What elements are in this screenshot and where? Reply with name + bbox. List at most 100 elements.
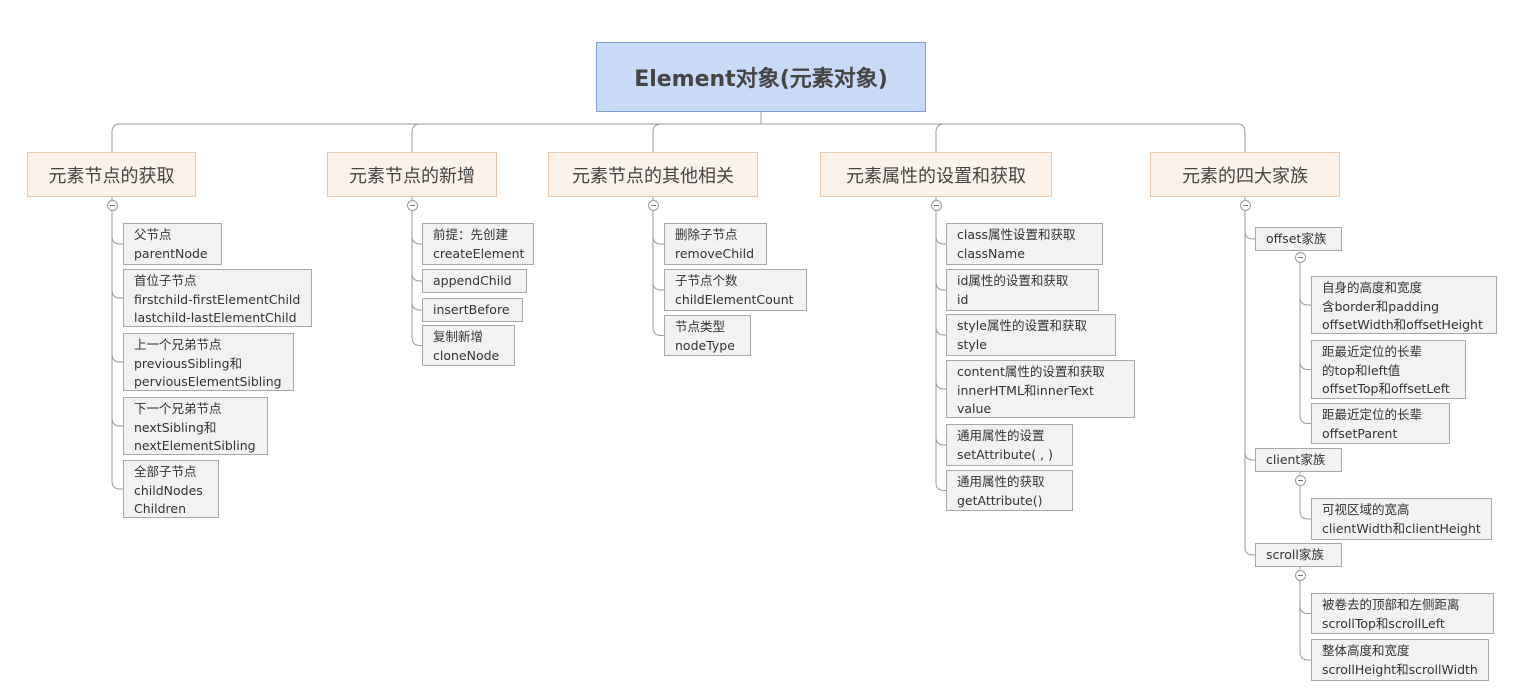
leaf-text-line: 含border和padding: [1322, 298, 1440, 314]
leaf-node[interactable]: 节点类型 nodeType: [664, 315, 751, 356]
leaf-node[interactable]: 复制新增 cloneNode: [422, 325, 515, 366]
leaf-node[interactable]: style属性的设置和获取 style: [946, 314, 1116, 356]
leaf-text-line: className: [957, 245, 1025, 261]
connector-line: [935, 380, 946, 390]
family-leaf-node[interactable]: 被卷去的顶部和左侧距离 scrollTop和scrollLeft: [1311, 593, 1494, 634]
connector-line: [935, 436, 946, 446]
leaf-text-line: getAttribute(): [957, 492, 1043, 508]
family-collapse-toggle[interactable]: [1294, 251, 1306, 263]
leaf-text-line: 下一个兄弟节点: [134, 401, 222, 416]
leaf-text-line: scrollHeight和scrollWidth: [1322, 661, 1478, 677]
leaf-text-line: cloneNode: [433, 347, 500, 363]
connector-line: [935, 235, 946, 245]
leaf-text-line: 可视区域的宽高: [1322, 502, 1410, 517]
leaf-text-line: innerHTML和innerText: [957, 382, 1094, 398]
family-leaf-node[interactable]: 可视区域的宽高 clientWidth和clientHeight: [1311, 498, 1492, 540]
leaf-text-line: Children: [134, 501, 187, 516]
connector-line: [652, 123, 662, 152]
connector-line: [1299, 361, 1311, 370]
branch-four-families-collapse-toggle[interactable]: [1239, 199, 1251, 211]
branch-element-other-collapse-toggle[interactable]: [647, 199, 659, 211]
connector-line: [1299, 510, 1311, 520]
branch-attribute-collapse-toggle[interactable]: [930, 199, 942, 211]
leaf-text-line: value: [957, 401, 992, 416]
family-node[interactable]: scroll家族: [1255, 543, 1342, 567]
branch-element-get-collapse-toggle[interactable]: [106, 199, 118, 211]
leaf-text-line: offsetTop和offsetLeft: [1322, 381, 1450, 396]
root-node[interactable]: Element对象(元素对象): [596, 42, 926, 112]
leaf-node[interactable]: appendChild: [422, 269, 527, 293]
leaf-text-line: scrollTop和scrollLeft: [1322, 615, 1445, 631]
branch-element-add[interactable]: 元素节点的新增: [327, 152, 497, 197]
leaf-text-line: 节点类型: [675, 319, 726, 334]
connector-line: [1299, 296, 1311, 306]
branch-attribute[interactable]: 元素属性的设置和获取: [820, 152, 1052, 197]
leaf-text-line: class属性设置和获取: [957, 227, 1076, 242]
leaf-text-line: id: [957, 291, 969, 307]
leaf-text-line: nextElementSibling: [134, 438, 256, 453]
branch-element-add-collapse-toggle[interactable]: [406, 199, 418, 211]
leaf-text-line: clientWidth和clientHeight: [1322, 520, 1481, 536]
family-collapse-toggle[interactable]: [1294, 474, 1306, 486]
leaf-text-line: style: [957, 336, 987, 352]
connector-line: [411, 123, 421, 152]
leaf-text-line: setAttribute( , ): [957, 446, 1053, 462]
connector-line: [111, 235, 123, 245]
leaf-text-line: 首位子节点: [134, 273, 197, 288]
leaf-text-line: createElement: [433, 245, 525, 261]
family-leaf-node[interactable]: 距最近定位的长辈的top和left值 offsetTop和offsetLeft: [1311, 340, 1466, 399]
leaf-node[interactable]: insertBefore: [422, 298, 523, 322]
connector-line: [1299, 605, 1311, 614]
family-leaf-node[interactable]: 自身的高度和宽度含border和padding offsetWidth和offse…: [1311, 276, 1497, 334]
connector-line: [411, 272, 422, 282]
connector-line: [1244, 546, 1255, 556]
leaf-text-line: 的top和left值: [1322, 362, 1401, 378]
connector-line: [1299, 651, 1311, 661]
leaf-text-line: style属性的设置和获取: [957, 318, 1087, 333]
family-node[interactable]: offset家族: [1255, 227, 1342, 251]
connector-line: [935, 326, 946, 336]
connector-line: [1244, 230, 1255, 240]
leaf-text-line: 删除子节点: [675, 227, 738, 242]
branch-element-get[interactable]: 元素节点的获取: [27, 152, 196, 197]
leaf-text-line: insertBefore: [433, 302, 510, 317]
leaf-text-line: 自身的高度和宽度: [1322, 280, 1423, 295]
branch-element-other[interactable]: 元素节点的其他相关: [548, 152, 758, 197]
leaf-text-line: 被卷去的顶部和左侧距离: [1322, 597, 1460, 612]
leaf-text-line: lastchild-lastElementChild: [134, 310, 297, 325]
connector-line: [411, 337, 422, 346]
family-node[interactable]: client家族: [1255, 448, 1342, 472]
connector-line: [111, 480, 123, 490]
leaf-node[interactable]: 前提：先创建 createElement: [422, 223, 534, 265]
connector-line: [411, 301, 422, 311]
connector-line: [935, 123, 945, 152]
leaf-text-line: 距最近定位的长辈: [1322, 407, 1423, 422]
leaf-text-line: appendChild: [433, 273, 512, 288]
leaf-node[interactable]: 通用属性的设置 setAttribute( , ): [946, 424, 1073, 466]
leaf-text-line: 前提：先创建: [433, 227, 509, 242]
family-collapse-toggle[interactable]: [1294, 569, 1306, 581]
branch-four-families[interactable]: 元素的四大家族: [1150, 152, 1340, 197]
leaf-text-line: nodeType: [675, 337, 735, 353]
connector-line: [411, 235, 422, 245]
leaf-text-line: offsetWidth和offsetHeight: [1322, 317, 1483, 332]
leaf-text-line: 通用属性的设置: [957, 428, 1045, 443]
leaf-text-line: 复制新增: [433, 329, 484, 344]
leaf-text-line: 距最近定位的长辈: [1322, 344, 1423, 359]
leaf-text-line: parentNode: [134, 245, 208, 261]
leaf-text-line: previousSibling和: [134, 355, 243, 371]
leaf-node[interactable]: class属性设置和获取 className: [946, 223, 1103, 265]
